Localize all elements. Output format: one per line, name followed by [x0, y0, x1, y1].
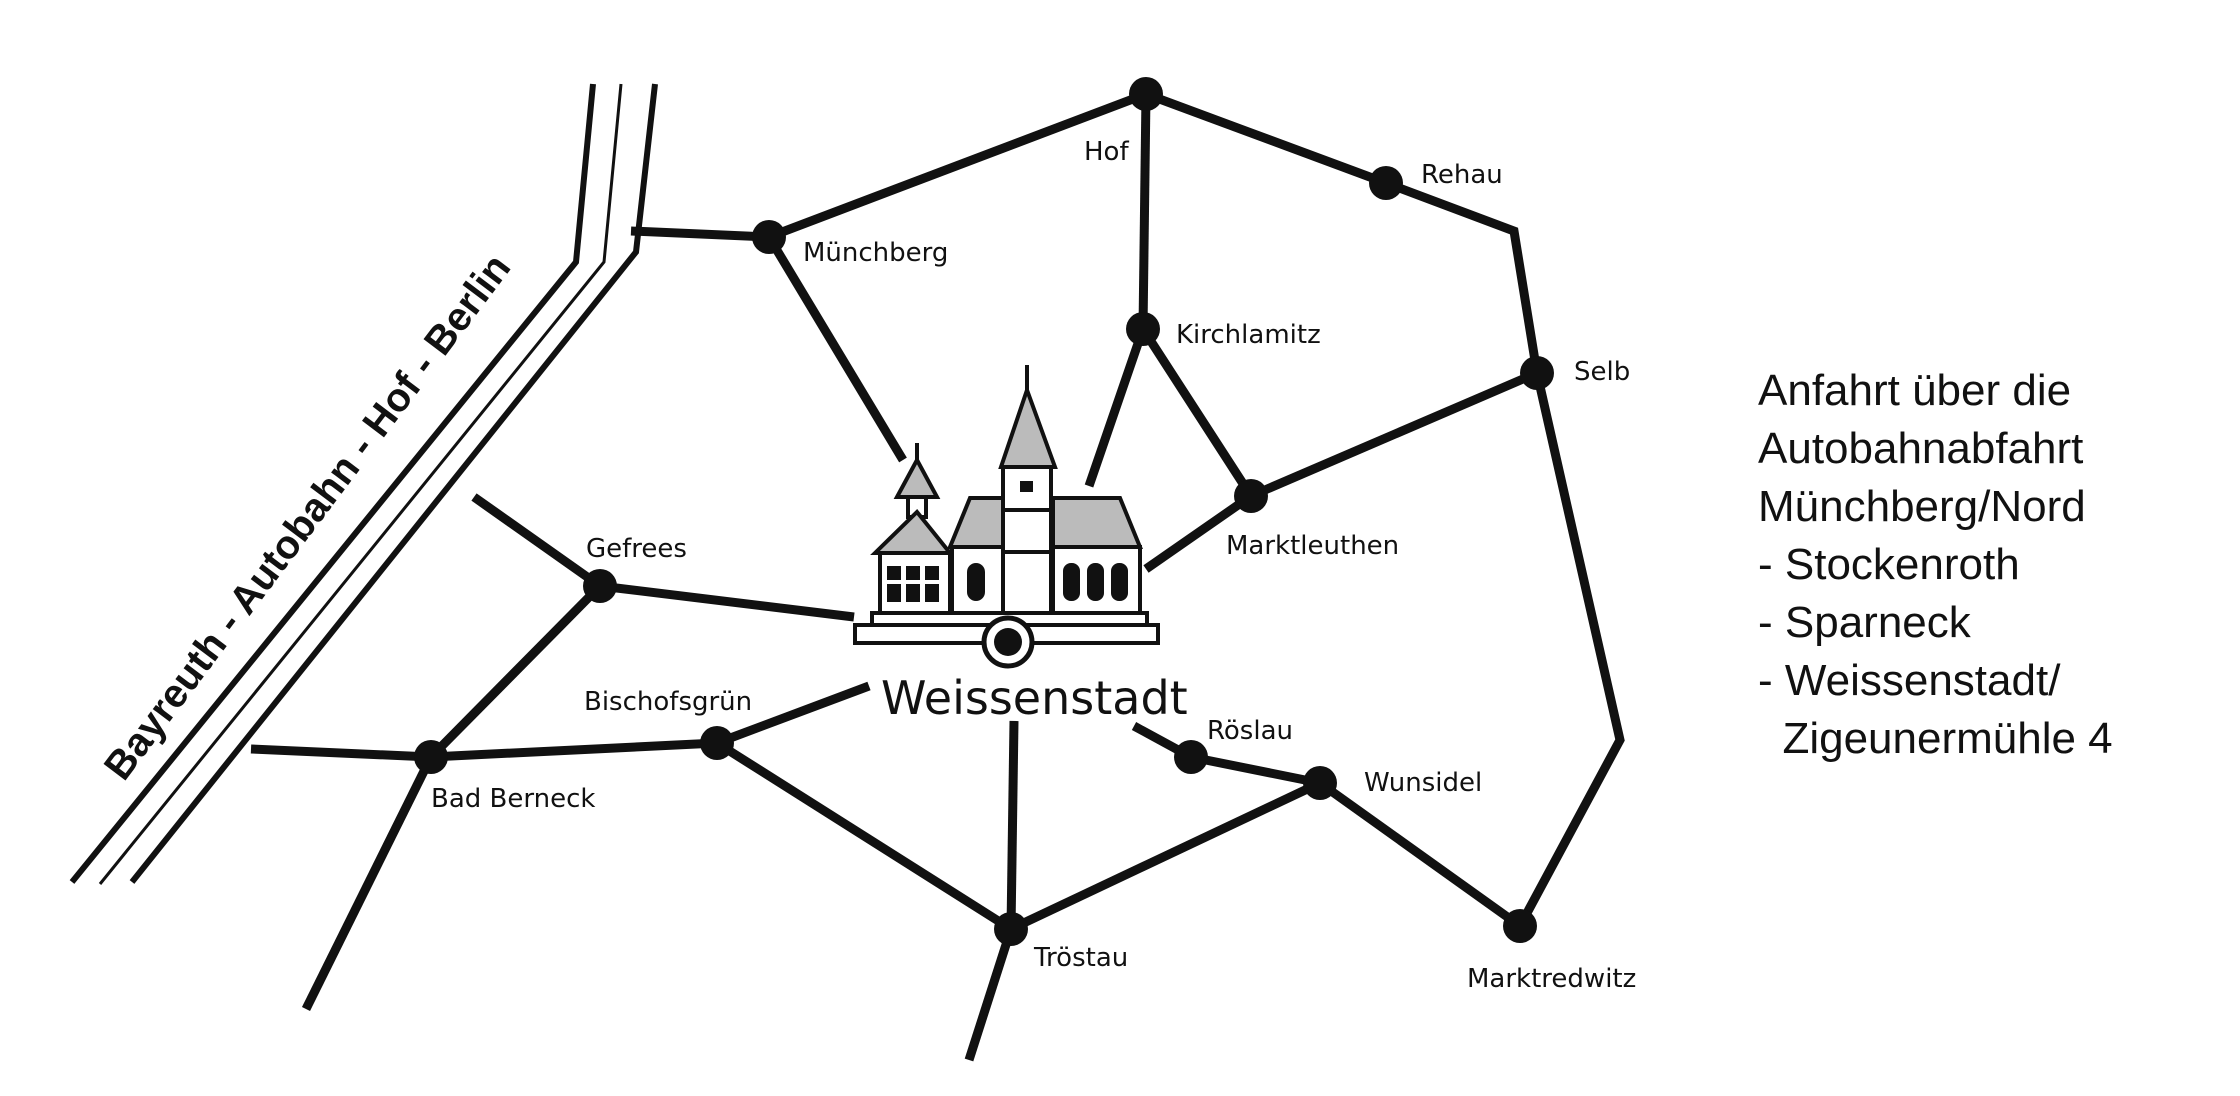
directions-line: Münchberg/Nord: [1758, 482, 2086, 531]
directions-line: - Sparneck: [1758, 598, 1971, 647]
label-marktleuthen: Marktleuthen: [1226, 531, 1399, 561]
center-town-label: Weissenstadt: [881, 671, 1188, 725]
directions-line: Zigeunermühle 4: [1758, 714, 2113, 763]
label-wunsidel: Wunsidel: [1364, 768, 1482, 798]
church-icon: [853, 365, 1160, 669]
label-bad-berneck: Bad Berneck: [431, 784, 595, 814]
marker-marktredwitz: [1503, 909, 1537, 943]
marker-kirchlamitz: [1126, 312, 1160, 346]
directions-line: - Weissenstadt/: [1758, 656, 2061, 705]
directions-line: - Stockenroth: [1758, 540, 2020, 589]
label-gefrees: Gefrees: [586, 534, 687, 564]
directions-text: Anfahrt über die Autobahnabfahrt Münchbe…: [1758, 362, 2113, 768]
label-roeslau: Röslau: [1207, 716, 1293, 746]
marker-bischofsgruen: [700, 726, 734, 760]
label-bischofsgruen: Bischofsgrün: [584, 687, 752, 717]
label-marktredwitz: Marktredwitz: [1467, 964, 1636, 994]
marker-roeslau: [1174, 740, 1208, 774]
label-rehau: Rehau: [1421, 160, 1503, 190]
town-labels: Hof Rehau Münchberg Kirchlamitz Selb Mar…: [431, 137, 1636, 994]
marker-gefrees: [583, 569, 617, 603]
marker-wunsidel: [1303, 766, 1337, 800]
highway-label: Bayreuth - Autobahn - Hof - Berlin: [96, 246, 519, 788]
marker-troestau: [994, 912, 1028, 946]
label-hof: Hof: [1084, 137, 1129, 167]
marker-bad-berneck: [414, 740, 448, 774]
label-troestau: Tröstau: [1033, 943, 1128, 973]
label-selb: Selb: [1574, 357, 1630, 387]
directions-line: Autobahnabfahrt: [1758, 424, 2084, 473]
marker-muenchberg: [752, 220, 786, 254]
marker-hof: [1129, 77, 1163, 111]
autobahn: [69, 83, 658, 885]
roads: [250, 89, 1625, 1062]
marker-selb: [1520, 356, 1554, 390]
label-muenchberg: Münchberg: [803, 238, 948, 268]
marker-rehau: [1369, 166, 1403, 200]
label-kirchlamitz: Kirchlamitz: [1176, 320, 1321, 350]
directions-line: Anfahrt über die: [1758, 366, 2072, 415]
town-markers: [414, 77, 1554, 946]
marker-marktleuthen: [1234, 479, 1268, 513]
